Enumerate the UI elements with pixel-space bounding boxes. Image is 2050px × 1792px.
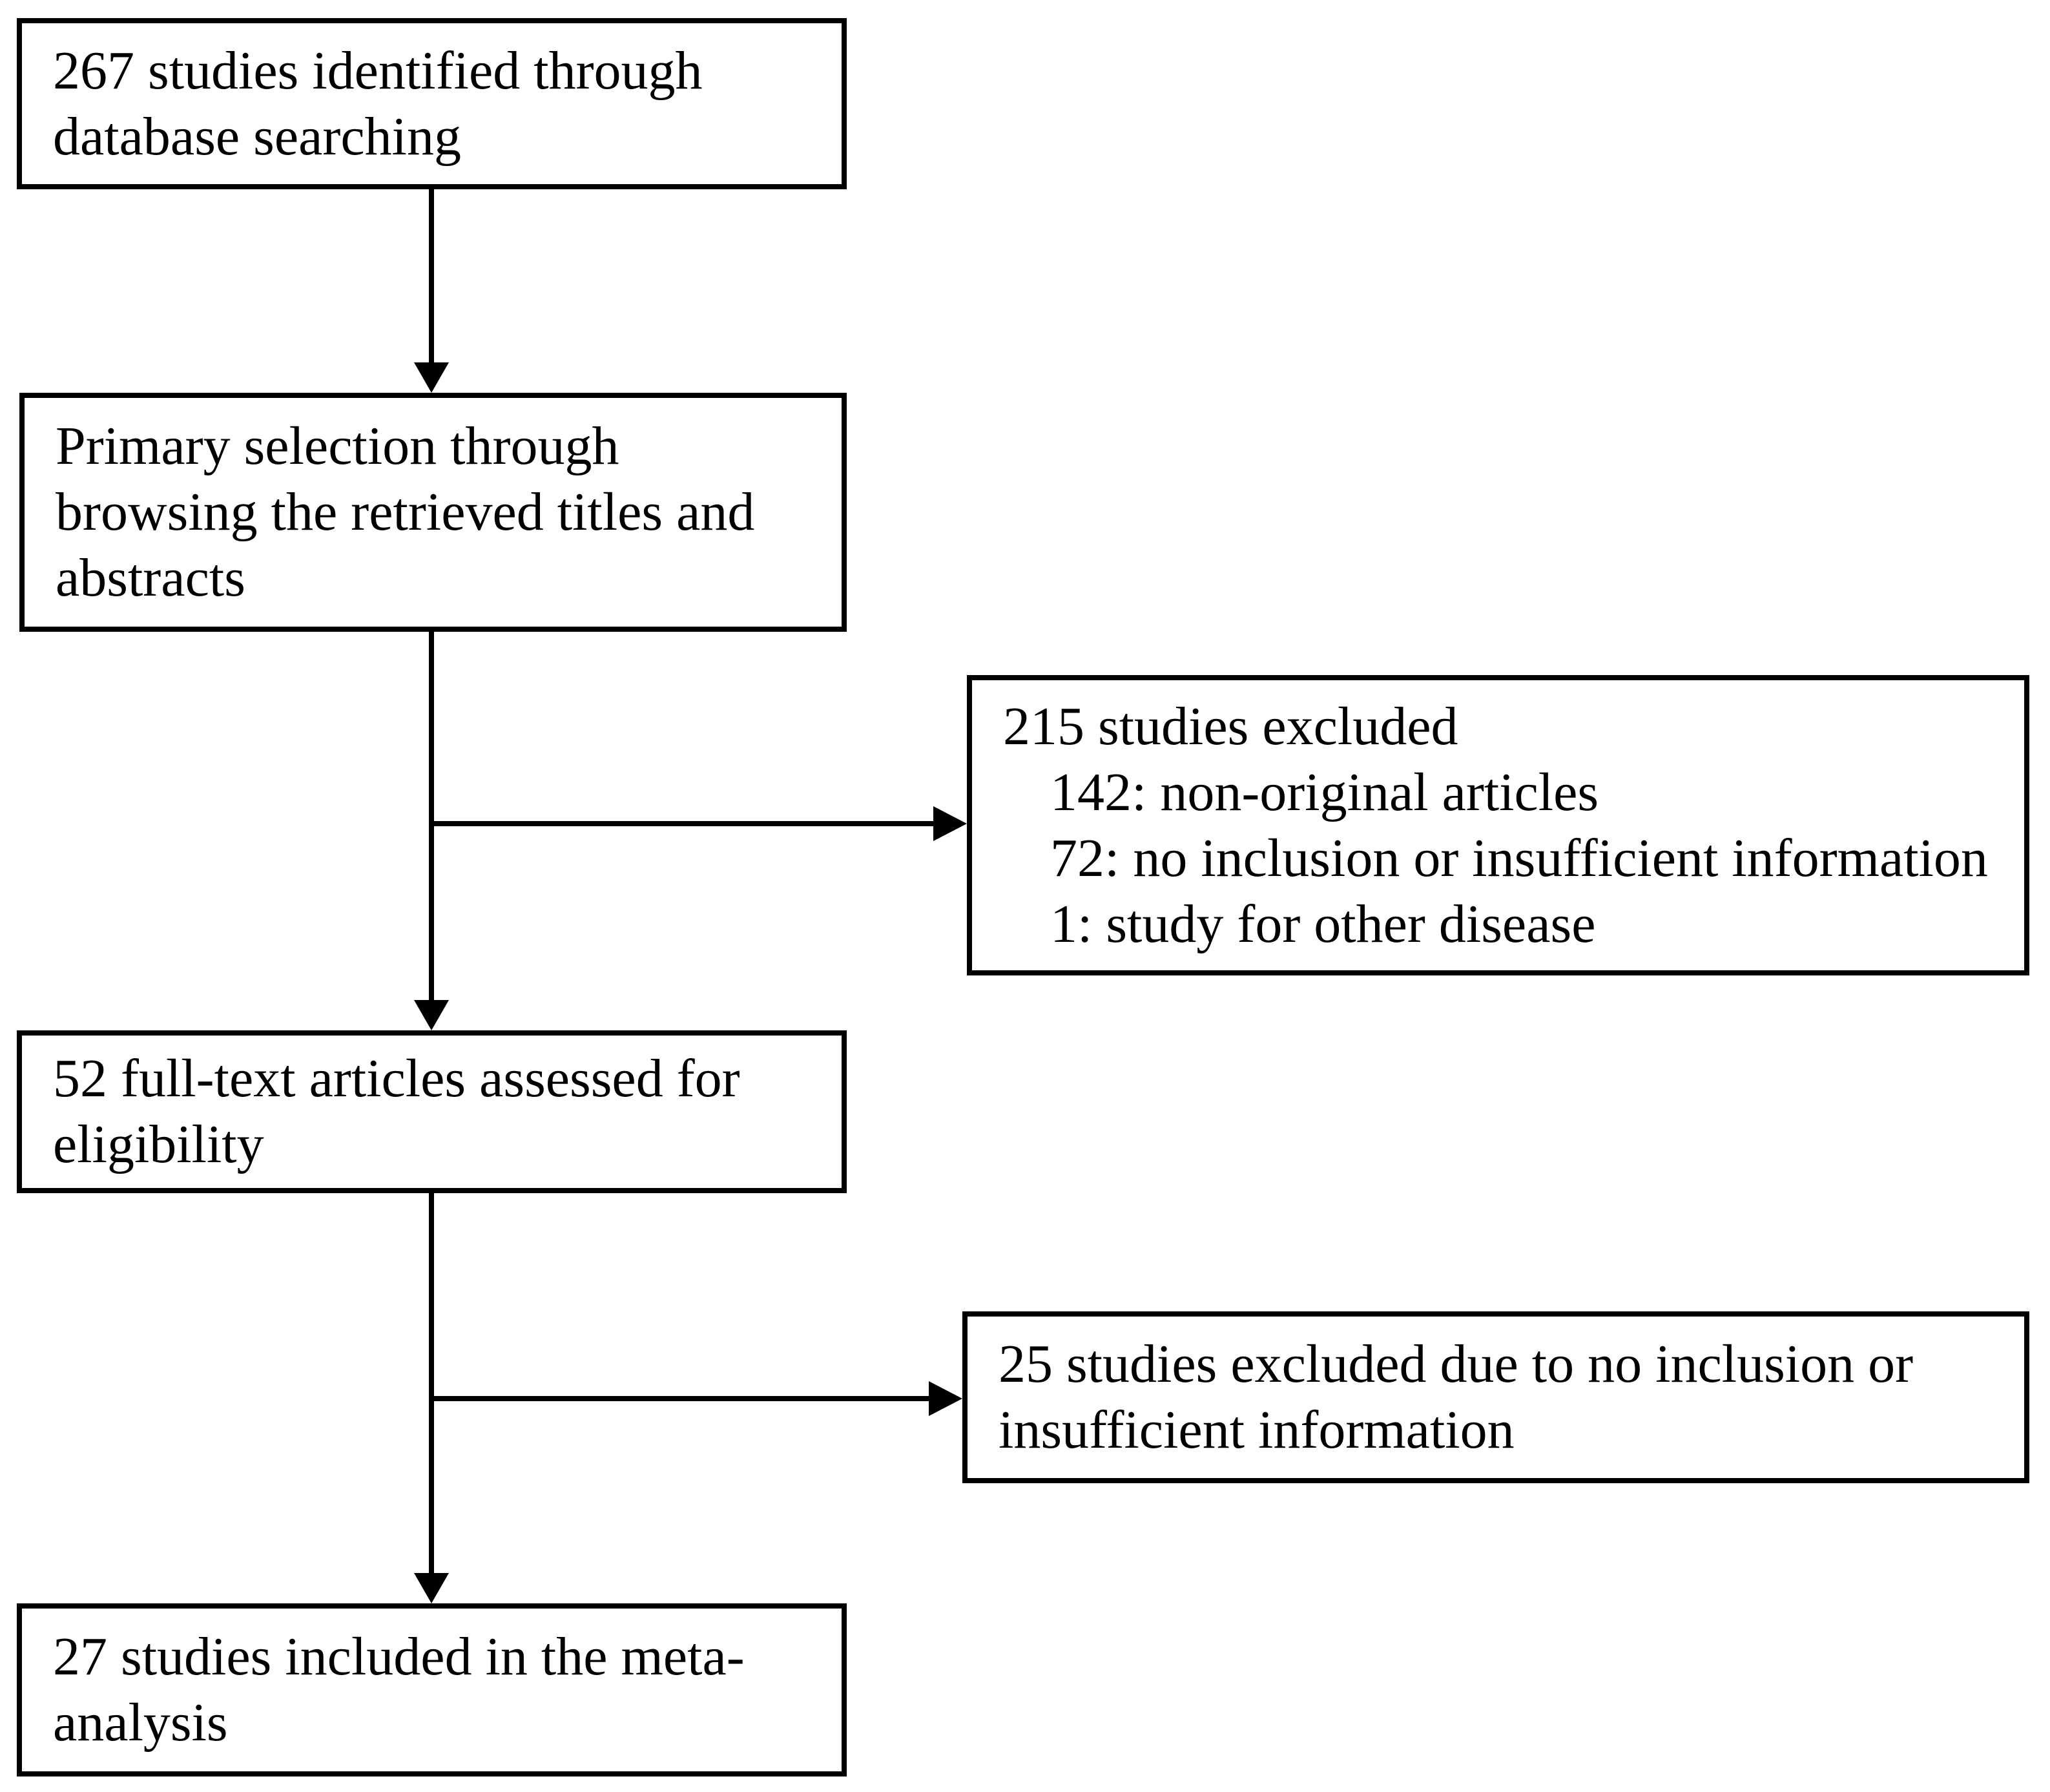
connector-branch-to-excluded-fulltext <box>429 1396 931 1401</box>
box-text-line: 267 studies identified through <box>53 40 703 101</box>
box-text-line: browsing the retrieved titles and <box>56 482 755 542</box>
box-text-line: analysis <box>53 1693 228 1753</box>
arrowhead-down-icon <box>414 1573 449 1603</box>
arrowhead-right-icon <box>933 806 967 841</box>
box-text-line: 25 studies excluded due to no inclusion … <box>999 1334 1914 1394</box>
box-excluded-primary: 215 studies excluded 142: non-original a… <box>967 675 2029 975</box>
box-text-line: 1: study for other disease <box>1050 893 1596 954</box>
box-text-line: 215 studies excluded <box>1003 696 1458 756</box>
box-text-line: insufficient information <box>999 1400 1515 1460</box>
box-text-line: eligibility <box>53 1114 264 1174</box>
arrowhead-down-icon <box>414 362 449 393</box>
box-fulltext-assessed: 52 full-text articles assessed for eligi… <box>17 1030 847 1193</box>
box-primary-selection: Primary selection through browsing the r… <box>19 393 847 632</box>
box-text-line: Primary selection through <box>56 416 619 476</box>
connector-branch-to-excluded-primary <box>429 821 936 826</box>
box-text-line: 142: non-original articles <box>1050 762 1599 822</box>
box-text-line: 52 full-text articles assessed for <box>53 1048 740 1109</box>
connector-primary-to-fulltext <box>429 632 434 1003</box>
box-text-line: database searching <box>53 106 462 167</box>
box-studies-identified: 267 studies identified through database … <box>17 18 847 189</box>
box-included-meta-analysis: 27 studies included in the meta- analysi… <box>17 1603 847 1776</box>
box-text-line: abstracts <box>56 548 245 608</box>
arrowhead-right-icon <box>929 1381 962 1416</box>
box-excluded-fulltext: 25 studies excluded due to no inclusion … <box>962 1311 2029 1483</box>
box-text-line: 27 studies included in the meta- <box>53 1627 745 1687</box>
connector-identified-to-primary <box>429 189 434 365</box>
connector-fulltext-to-included <box>429 1193 434 1576</box>
arrowhead-down-icon <box>414 1000 449 1030</box>
box-text-line: 72: no inclusion or insufficient informa… <box>1050 828 1988 888</box>
